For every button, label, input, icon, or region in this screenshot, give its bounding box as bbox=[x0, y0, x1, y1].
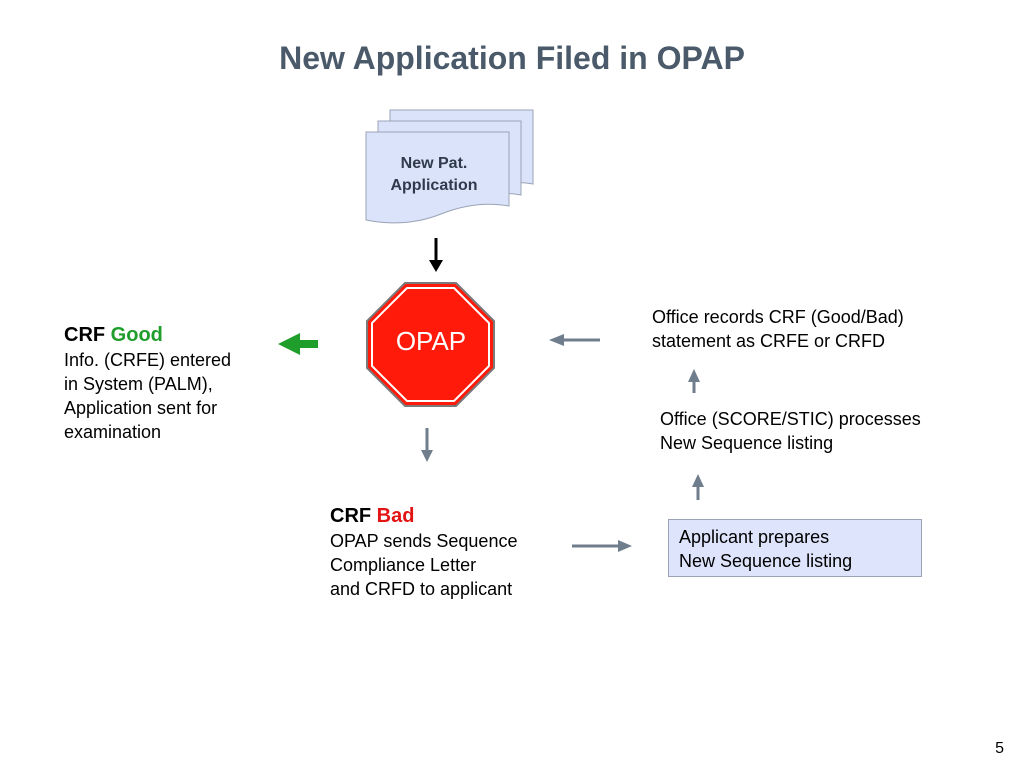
arrow-up-icon bbox=[692, 474, 704, 500]
opap-stop-sign bbox=[366, 282, 495, 407]
document-label: New Pat. Application bbox=[368, 153, 500, 197]
crf-good-status: Good bbox=[110, 324, 163, 346]
page-title: New Application Filed in OPAP bbox=[279, 40, 745, 76]
green-arrow-left-icon bbox=[278, 333, 318, 355]
arrow-right-icon bbox=[572, 540, 632, 552]
office-records-line: Office records CRF (Good/Bad) bbox=[652, 307, 904, 327]
applicant-prepares-box: Applicant prepares New Sequence listing bbox=[668, 519, 922, 577]
crf-prefix: CRF bbox=[64, 324, 106, 346]
arrow-down-grey-icon bbox=[421, 428, 433, 462]
page-number: 5 bbox=[995, 740, 1004, 757]
opap-label: OPAP bbox=[395, 326, 467, 356]
office-score-text: Office (SCORE/STIC) processes New Sequen… bbox=[660, 407, 990, 455]
crf-good-block: CRF Good Info. (CRFE) entered in System … bbox=[64, 322, 284, 444]
office-score-line: Office (SCORE/STIC) processes bbox=[660, 409, 921, 429]
crf-good-heading: CRF Good bbox=[64, 322, 284, 348]
document-label-line: Application bbox=[390, 177, 478, 194]
crf-bad-heading: CRF Bad bbox=[330, 503, 570, 529]
crf-good-line: examination bbox=[64, 422, 162, 442]
office-score-line: New Sequence listing bbox=[660, 433, 834, 453]
crf-bad-line: Compliance Letter bbox=[330, 555, 477, 575]
document-label-line: New Pat. bbox=[400, 155, 468, 172]
crf-good-line: in System (PALM), bbox=[64, 374, 213, 394]
crf-good-line: Info. (CRFE) entered bbox=[64, 350, 232, 370]
crf-bad-line: OPAP sends Sequence bbox=[330, 531, 518, 551]
crf-bad-block: CRF Bad OPAP sends Sequence Compliance L… bbox=[330, 503, 570, 601]
arrow-down-icon bbox=[429, 238, 443, 272]
arrow-up-icon bbox=[688, 369, 700, 393]
office-records-line: statement as CRFE or CRFD bbox=[652, 331, 886, 351]
crf-bad-status: Bad bbox=[376, 505, 415, 527]
office-records-text: Office records CRF (Good/Bad) statement … bbox=[652, 305, 972, 353]
arrow-left-icon bbox=[549, 334, 600, 346]
crf-good-line: Application sent for bbox=[64, 398, 218, 418]
crf-bad-line: and CRFD to applicant bbox=[330, 579, 513, 599]
applicant-box-line: Applicant prepares bbox=[679, 527, 830, 547]
document-stack-icon bbox=[365, 109, 534, 224]
applicant-box-line: New Sequence listing bbox=[679, 551, 853, 571]
crf-prefix: CRF bbox=[330, 505, 372, 527]
